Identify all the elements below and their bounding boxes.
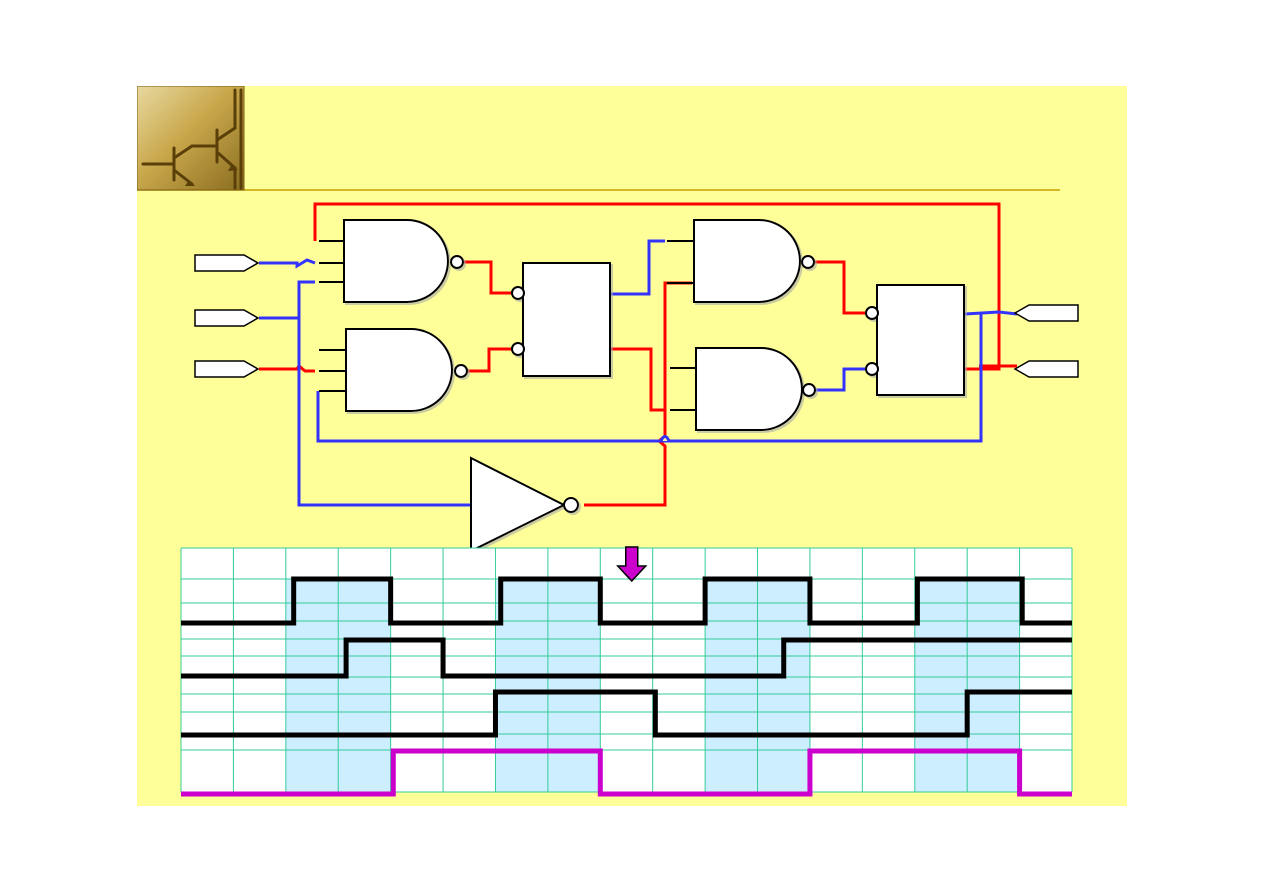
- highlight-column: [705, 579, 758, 792]
- highlight-column: [338, 579, 391, 792]
- highlight-column: [547, 579, 601, 792]
- latch-block-1: [511, 262, 611, 377]
- highlight-column: [757, 579, 810, 792]
- nand-gate-1: [343, 219, 464, 303]
- clock-bus-wire: [297, 280, 471, 507]
- slide: [137, 86, 1127, 806]
- nand1-out-wire: [464, 260, 511, 295]
- down-arrow-icon: [616, 546, 648, 583]
- nand3-out-wire: [815, 260, 865, 315]
- nand2-out-wire: [467, 347, 511, 373]
- input-terminal-b: [194, 309, 260, 327]
- highlight-column: [967, 579, 1020, 792]
- transistor-pair-icon: [137, 86, 245, 191]
- input-terminal-a: [194, 254, 260, 272]
- latch-circuit-diagram: [137, 86, 1127, 806]
- highlight-column: [495, 579, 548, 792]
- waveform-trace-1: [181, 576, 1072, 626]
- waveform-trace-2: [181, 637, 1072, 679]
- blue-wires: [259, 239, 1018, 507]
- nand-gate-4-pins: [670, 367, 696, 411]
- timing-diagram: [180, 546, 1073, 797]
- latch-block-2: [865, 284, 965, 396]
- input-terminal-c: [194, 360, 260, 378]
- latch2-q-wire: [964, 310, 1018, 316]
- wire-crossing-hop: [659, 435, 671, 442]
- waveform-trace-4: [181, 748, 1072, 797]
- waveform-trace-3: [181, 689, 1072, 738]
- output-terminal-q-bar: [1013, 360, 1079, 378]
- nand-gate-3: [693, 219, 815, 303]
- nand-gate-2-pins: [319, 349, 346, 392]
- latch1-q-wire: [610, 239, 665, 296]
- lower-feedback-wire: [316, 314, 983, 443]
- nand-gate-4: [695, 347, 816, 431]
- input-a-wire: [259, 258, 316, 269]
- nand4-out-wire: [815, 367, 865, 392]
- nand-gate-1-pins: [319, 240, 344, 283]
- nand-gate-3-pins: [667, 240, 694, 284]
- highlight-column: [914, 579, 968, 792]
- nand-gate-2: [345, 328, 468, 412]
- output-terminal-q: [1013, 304, 1079, 322]
- inverter-gate: [470, 456, 579, 553]
- inverter-out-wire: [584, 410, 667, 507]
